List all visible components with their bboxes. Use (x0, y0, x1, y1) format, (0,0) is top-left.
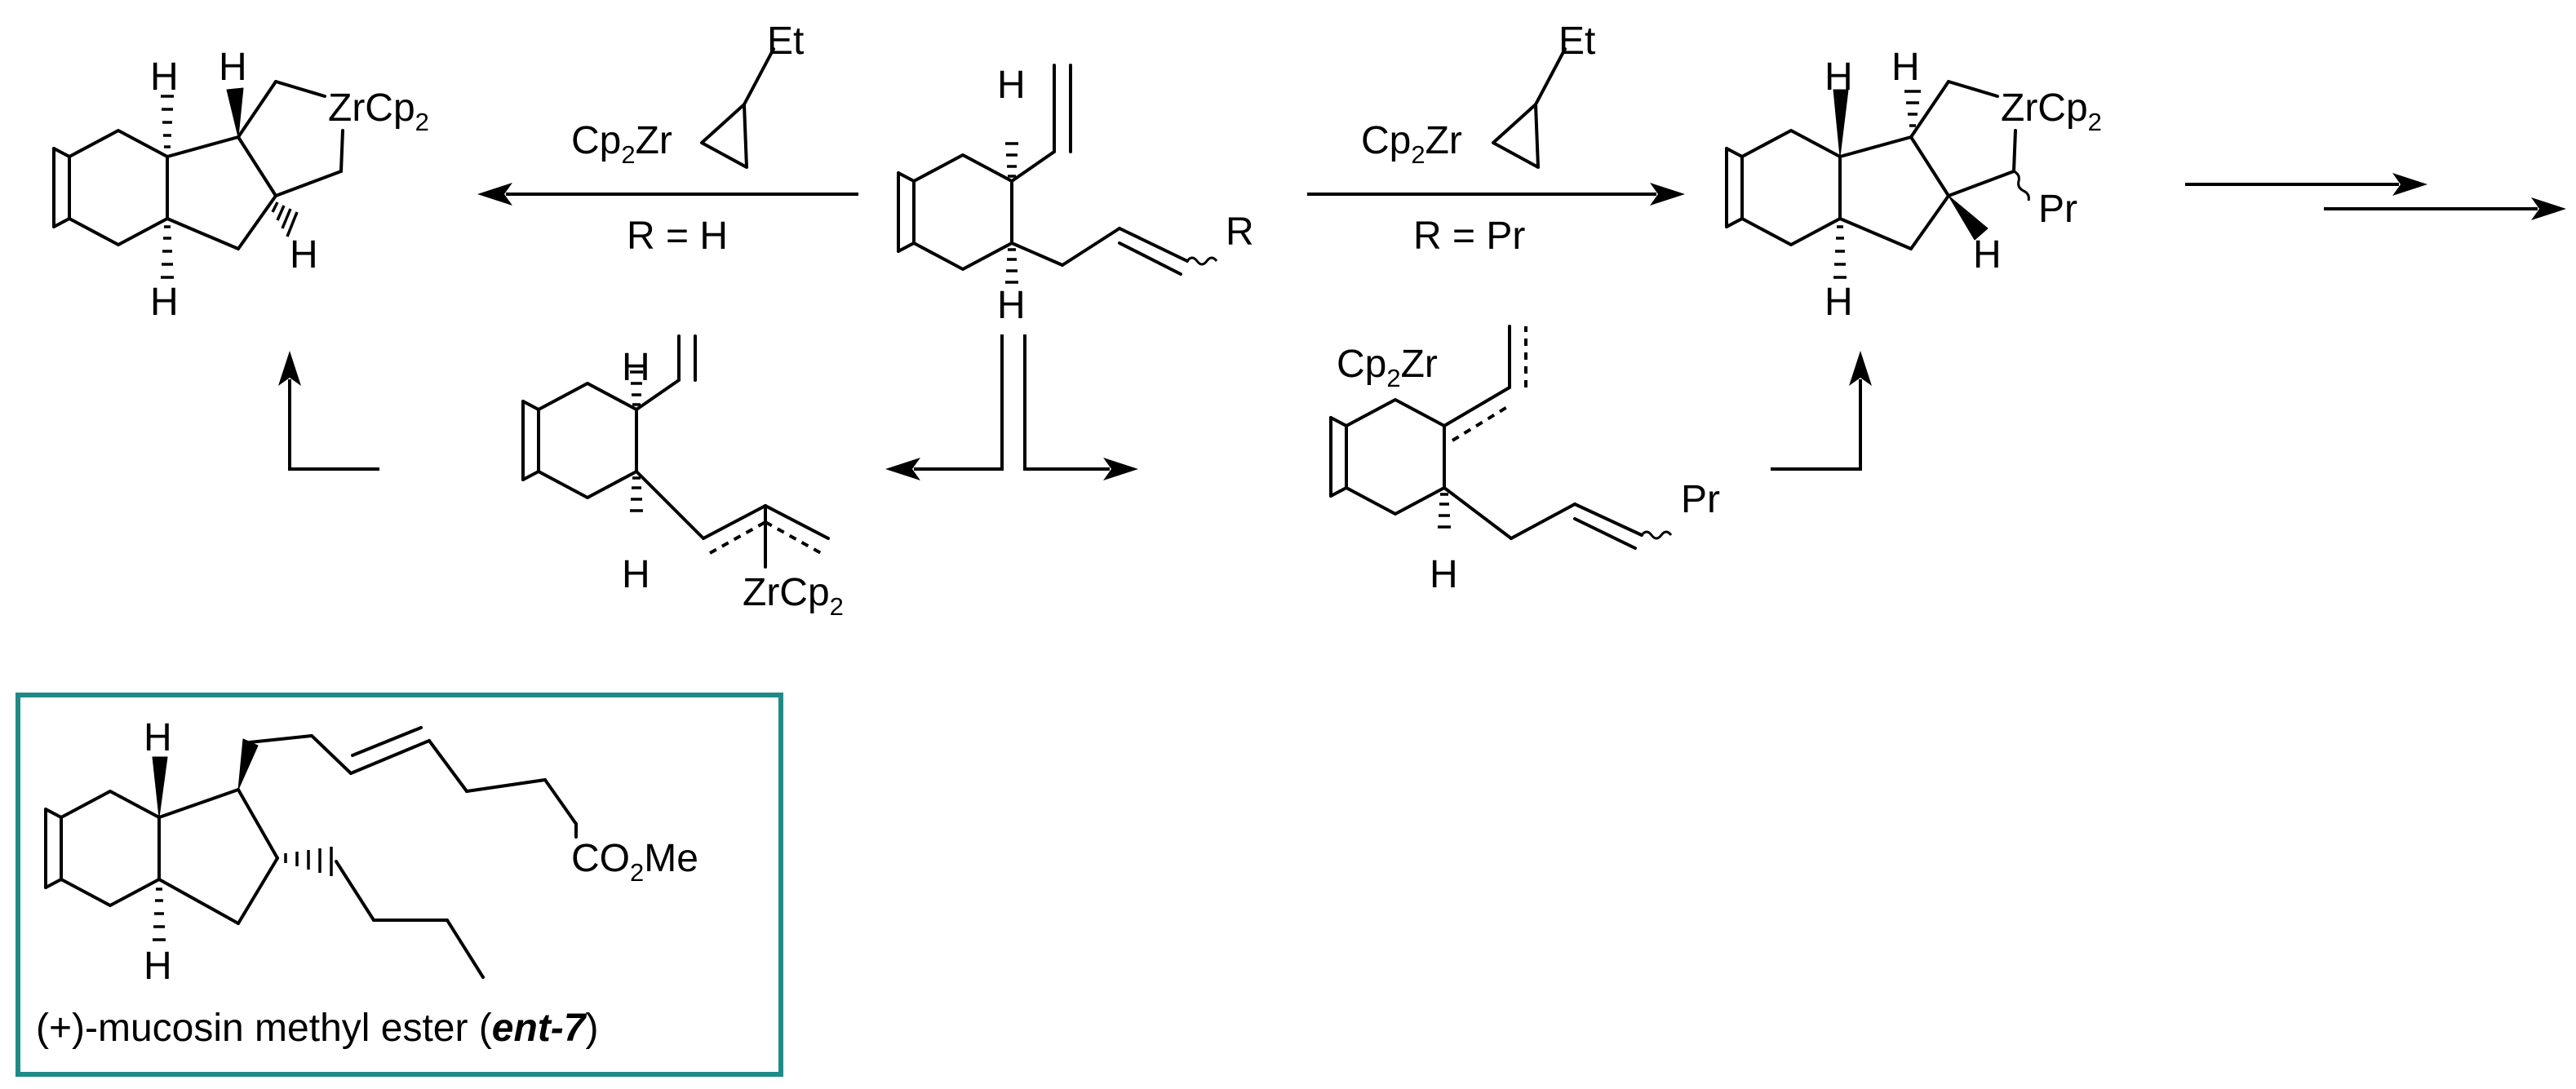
h-label: H (1824, 55, 1853, 99)
h-label: H (150, 55, 179, 99)
starting-material: H H R (897, 64, 1254, 327)
r-group-label: R (1226, 210, 1254, 254)
reagent-right: Cp2Zr Et (1361, 20, 1595, 169)
h-label: H (290, 233, 318, 277)
propyl-label: Pr (1681, 478, 1720, 521)
ethyl-label: Et (1558, 20, 1595, 63)
h-label: H (219, 46, 247, 89)
h-label: H (997, 64, 1026, 107)
product-right-zirconacycle: ZrCp2 Pr H H H H (1725, 46, 2102, 324)
target-box-border (16, 693, 783, 1077)
target-caption: (+)-mucosin methyl ester (ent-7) (36, 1007, 598, 1050)
zrcp2-label: ZrCp2 (328, 86, 429, 136)
arrow-up-right (1771, 351, 1872, 471)
ester-label: CO2Me (571, 837, 698, 887)
arrow-up-left (278, 351, 379, 471)
arrow-left (477, 183, 858, 206)
zirconocene-label: Cp2Zr (571, 119, 672, 169)
h-label: H (1430, 553, 1458, 596)
arrow-step-2 (2324, 197, 2566, 220)
zirconocene-label: Cp2Zr (1361, 119, 1462, 169)
arrow-step-1 (2185, 173, 2427, 196)
compound-label: ent-7 (492, 1007, 587, 1050)
h-label: H (150, 281, 179, 324)
arrow-right (1307, 183, 1685, 206)
h-label: H (622, 553, 650, 596)
ethyl-label: Et (767, 20, 804, 63)
caption-suffix: ) (585, 1007, 598, 1050)
condition-left: R = H (627, 215, 728, 258)
zrcp2-label: ZrCp2 (743, 571, 844, 621)
branch-arrow-left (885, 334, 1004, 480)
caption-prefix: (+)-mucosin methyl ester ( (36, 1007, 492, 1050)
product-left-zirconacycle: ZrCp2 H H H H (52, 46, 429, 324)
propyl-label: Pr (2038, 188, 2077, 231)
zirconocene-label: Cp2Zr (1337, 343, 1438, 392)
branch-arrow-right (1023, 334, 1138, 480)
reagent-left: Cp2Zr Et (571, 20, 804, 169)
h-label: H (1891, 46, 1920, 89)
h-label: H (144, 945, 172, 988)
target-box: H H CO2Me (+)-mucosin methyl ester (ent-… (16, 693, 783, 1077)
zirconocene-text: Cp (571, 119, 621, 162)
intermediate-left: H H ZrCp2 (521, 334, 844, 621)
h-label: H (1973, 233, 2002, 277)
intermediate-right: Cp2Zr H Pr (1329, 325, 1720, 596)
h-label: H (144, 716, 172, 759)
condition-right: R = Pr (1413, 215, 1525, 258)
h-label: H (622, 346, 650, 389)
h-label: H (997, 284, 1026, 327)
zrcp2-label: ZrCp2 (2001, 86, 2102, 136)
h-label: H (1824, 281, 1853, 324)
